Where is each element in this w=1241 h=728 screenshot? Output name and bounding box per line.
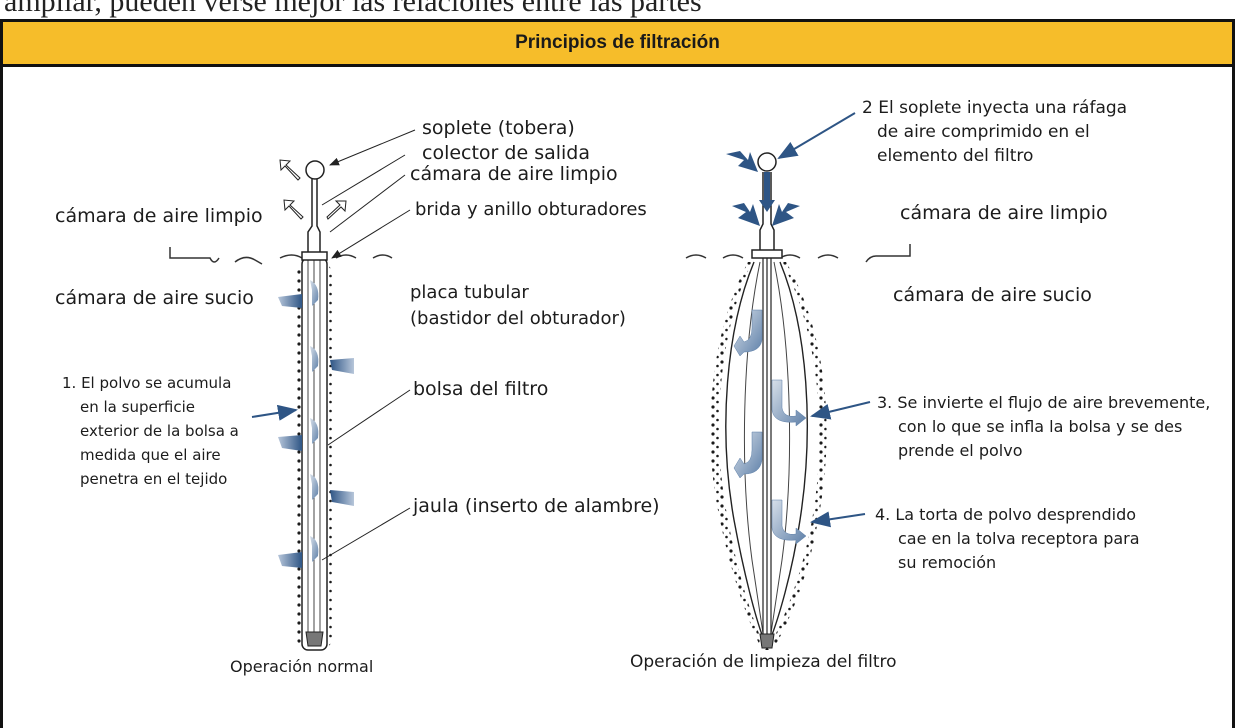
cleaning-operation-diagram — [685, 112, 911, 650]
flange-seal — [301, 251, 328, 261]
note1-line5: penetra en el tejido — [80, 470, 227, 488]
note2-line3: elemento del filtro — [877, 146, 1033, 166]
tube-sheet-left — [169, 247, 393, 265]
note4-line2: cae en la tolva receptora para — [898, 529, 1140, 548]
flange-seal-right — [751, 249, 783, 259]
note3-line3: prende el polvo — [898, 441, 1022, 460]
caption-cleaning: Operación de limpieza del filtro — [630, 652, 897, 672]
note1-line3: exterior de la bolsa a — [80, 422, 239, 440]
note1-line2: en la superficie — [80, 398, 195, 416]
caption-normal: Operación normal — [230, 657, 373, 676]
label-brida: brida y anillo obturadores — [415, 199, 647, 220]
note2-line2: de aire comprimido en el — [877, 122, 1090, 142]
note4-line3: su remoción — [898, 553, 996, 572]
label-placa-2: (bastidor del obturador) — [410, 308, 626, 329]
blowpipe-right — [757, 152, 777, 172]
note3-line1: 3. Se invierte el flujo de aire brevemen… — [877, 393, 1210, 412]
note3-line2: con lo que se infla la bolsa y se des — [898, 417, 1182, 436]
figure-title-banner: Principios de filtración — [3, 22, 1232, 64]
label-camara-limpio-left: cámara de aire limpio — [55, 205, 263, 227]
note4-line1: 4. La torta de polvo desprendido — [875, 505, 1136, 524]
tube-sheet-right — [685, 244, 911, 263]
label-placa-1: placa tubular — [410, 282, 529, 303]
note1-line4: medida que el aire — [80, 446, 221, 464]
label-camara-limpio-upper: cámara de aire limpio — [410, 163, 618, 185]
note2-line1: 2 El soplete inyecta una ráfaga — [862, 98, 1127, 118]
figure-title: Principios de filtración — [515, 32, 720, 53]
label-camara-sucio-right: cámara de aire sucio — [893, 284, 1092, 306]
banner-divider — [3, 64, 1232, 67]
label-colector: colector de salida — [422, 142, 590, 164]
label-bolsa: bolsa del filtro — [413, 378, 548, 400]
top-text-fragment: ampliar, pueden verse mejor las relacion… — [4, 0, 702, 18]
label-camara-sucio-left: cámara de aire sucio — [55, 287, 254, 309]
label-jaula: jaula (inserto de alambre) — [412, 495, 660, 517]
label-soplete: soplete (tobera) — [422, 117, 575, 139]
normal-operation-diagram — [169, 129, 416, 651]
blowpipe — [305, 160, 325, 180]
label-camara-limpio-right: cámara de aire limpio — [900, 202, 1108, 224]
note1-line1: 1. El polvo se acumula — [62, 374, 231, 392]
figure-frame: Principios de filtración — [0, 19, 1235, 728]
